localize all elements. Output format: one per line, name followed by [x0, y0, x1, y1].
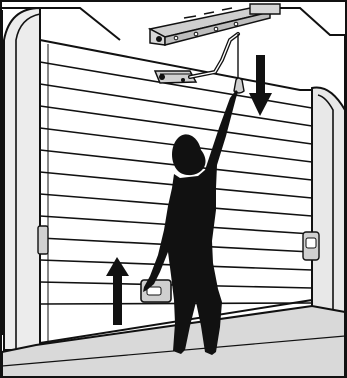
left-side-bracket	[38, 226, 48, 254]
right-side-bracket	[303, 232, 319, 260]
left-door-frame	[4, 8, 40, 350]
door-handle	[141, 280, 171, 302]
